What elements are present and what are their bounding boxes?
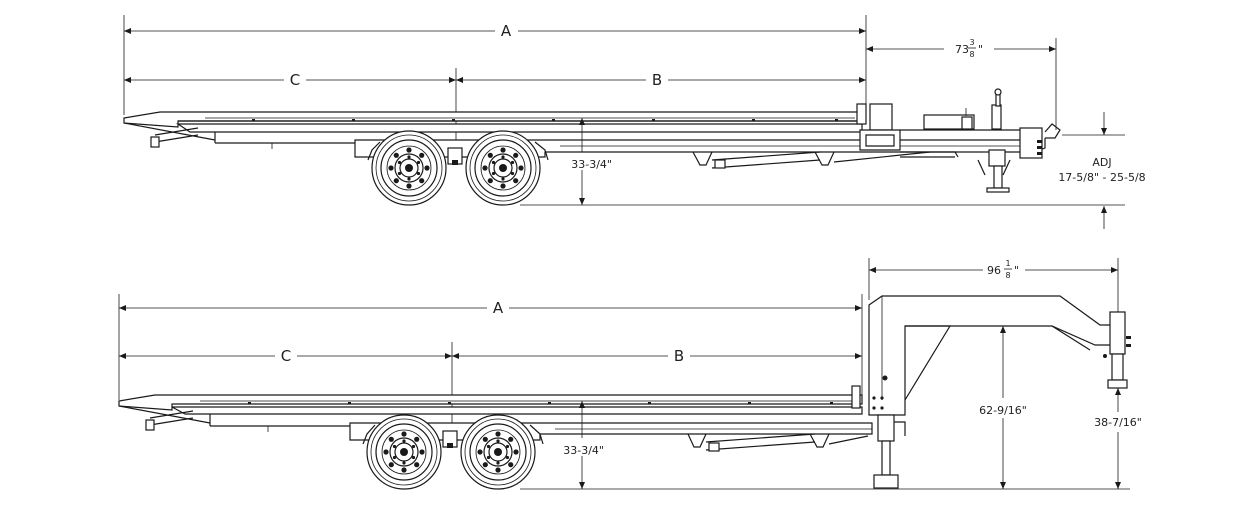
top-deck-height-label: 33-3/4" [571, 158, 612, 171]
top-dim-a-label: A [501, 22, 512, 40]
bottom-dim-b-label: B [674, 347, 684, 365]
top-tongue [859, 88, 1061, 193]
bottom-neck-height-label: 62-9/16" [979, 404, 1027, 417]
bottom-dim-neck: 96 1 8 " [868, 258, 1119, 315]
bottom-wheels [362, 414, 544, 490]
bottom-neck-whole: 96 [987, 264, 1001, 277]
top-tongue-num: 3 [969, 38, 974, 47]
top-dim-b-label: B [652, 71, 662, 89]
bottom-dim-a: A [118, 294, 863, 400]
top-dim-b: B [456, 71, 866, 89]
top-tongue-inch: " [978, 43, 983, 56]
top-coupler-adj-label: ADJ [1092, 156, 1111, 169]
bottom-dim-c-label: C [281, 347, 291, 365]
top-dim-c-label: C [290, 71, 300, 89]
top-dim-coupler-adj: ADJ 17-5/8" - 25-5/8 [1058, 112, 1146, 229]
top-trailer-view: A C B 73 3 8 " [123, 15, 1146, 229]
bottom-neck-den: 8 [1005, 271, 1010, 280]
top-tongue-whole: 73 [955, 43, 969, 56]
top-dim-a: A [123, 15, 867, 115]
bottom-dim-neck-height: 62-9/16" [905, 325, 1027, 489]
bottom-gooseneck [868, 295, 1131, 489]
bottom-neck-num: 1 [1005, 259, 1010, 268]
bottom-dim-a-label: A [493, 299, 504, 317]
bottom-dim-deck-height: 33-3/4" [520, 401, 1130, 490]
top-dim-tongue: 73 3 8 " [866, 38, 1057, 130]
bottom-neck-inch: " [1014, 264, 1019, 277]
bottom-trailer-view: A C B 96 1 8 " [118, 258, 1142, 490]
bottom-dim-coupler-height: 38-7/16" [1094, 388, 1142, 489]
bottom-deck-height-label: 33-3/4" [563, 444, 604, 457]
bottom-dim-b: B [452, 347, 862, 365]
bottom-coupler-height-label: 38-7/16" [1094, 416, 1142, 429]
top-tongue-den: 8 [969, 50, 974, 59]
top-coupler-adj-range: 17-5/8" - 25-5/8 [1058, 171, 1145, 184]
top-dim-deck-height: 33-3/4" [520, 118, 1125, 206]
top-wheels [367, 130, 549, 206]
